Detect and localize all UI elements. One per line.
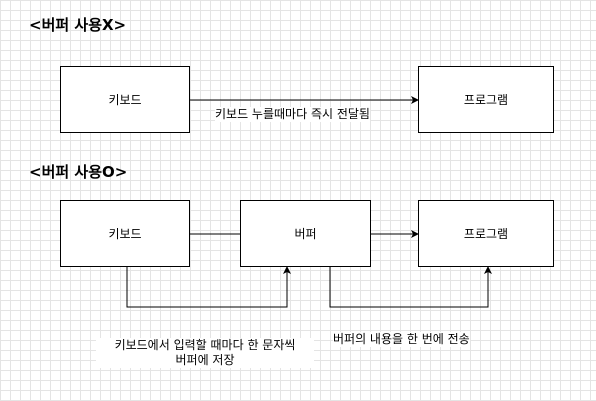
- keyboard-box-no-buffer-label: 키보드: [108, 93, 142, 107]
- buffer-box: 버퍼: [240, 200, 371, 267]
- arrow-buffer-send-program: [329, 266, 492, 308]
- program-box-no-buffer: 프로그램: [418, 66, 554, 133]
- arrow-keyboard-store-buffer: [126, 266, 291, 308]
- edge-label-store-buffer-line1: 키보드에서 입력할 때마다 한 문자씩: [114, 338, 296, 352]
- program-box-with-buffer-label: 프로그램: [463, 227, 509, 241]
- program-box-no-buffer-label: 프로그램: [463, 93, 509, 107]
- heading-no-buffer: <버퍼 사용X>: [29, 16, 127, 34]
- edge-label-store-buffer: 키보드에서 입력할 때마다 한 문자씩 버퍼에 저장: [96, 338, 314, 368]
- keyboard-box-with-buffer: 키보드: [60, 200, 190, 267]
- edge-label-immediate: 키보드 누를때마다 즉시 전달됨: [215, 107, 370, 122]
- keyboard-box-no-buffer: 키보드: [60, 66, 190, 133]
- edge-label-store-buffer-line2: 버퍼에 저장: [175, 353, 235, 367]
- program-box-with-buffer: 프로그램: [418, 200, 554, 267]
- buffer-box-label: 버퍼: [294, 227, 317, 241]
- heading-with-buffer: <버퍼 사용O>: [29, 163, 128, 181]
- edge-label-send-program: 버퍼의 내용을 한 번에 전송: [333, 332, 470, 347]
- keyboard-box-with-buffer-label: 키보드: [108, 227, 142, 241]
